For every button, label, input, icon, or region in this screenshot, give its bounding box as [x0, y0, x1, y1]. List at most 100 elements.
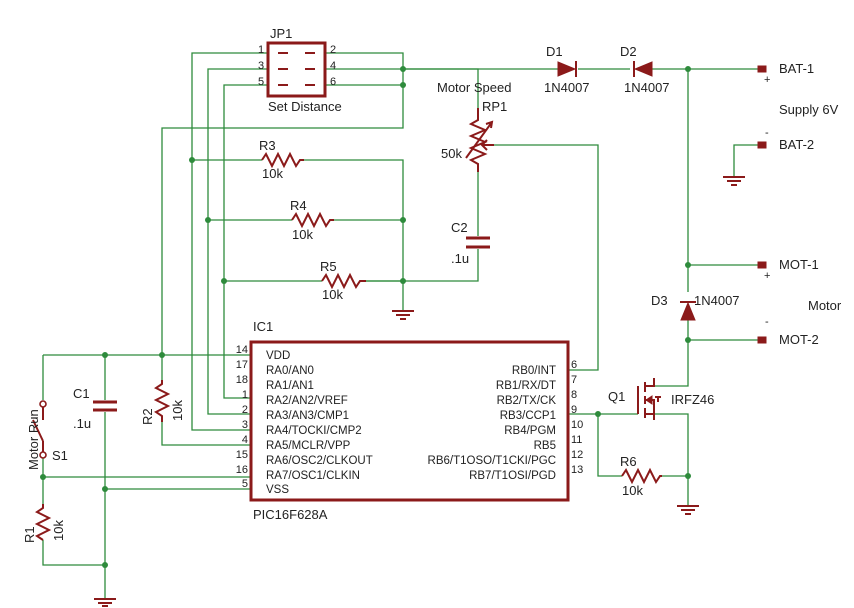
resistor-r6-name: R6: [620, 454, 637, 469]
wire-d3-drain: [654, 320, 689, 387]
ic-pin-number: 13: [571, 464, 583, 476]
ic-pin-number: 9: [571, 404, 577, 416]
wire-r1-bottom: [42, 540, 105, 566]
resistor-r4-value: 10k: [292, 227, 313, 242]
resistor-r2-name: R2: [140, 408, 155, 425]
jumper-pin-2: 2: [330, 44, 336, 56]
wire-jp1-5-ra2: [223, 84, 268, 399]
ground-icon: [677, 505, 699, 515]
diode-d2-value: 1N4007: [624, 80, 670, 95]
resistor-r4-icon: [291, 211, 334, 229]
ic-pin-number: 1: [242, 389, 248, 401]
connector-pin-icon: [757, 141, 767, 149]
junction: [40, 474, 46, 480]
wire-r2-mclr: [161, 422, 251, 446]
junction: [400, 217, 406, 223]
junction: [221, 278, 227, 284]
ground-icon: [723, 176, 745, 186]
resistor-r1-name: R1: [22, 526, 37, 543]
jumper-pin-4: 4: [330, 60, 336, 72]
resistor-r2-value: 10k: [170, 400, 185, 421]
jumper-pins-icon: [278, 52, 315, 86]
pot-adjust-arrow-icon: [465, 120, 494, 159]
resistor-r2: R2 10k: [140, 380, 185, 425]
connector-pin-icon: [757, 65, 767, 73]
junction: [102, 562, 108, 568]
diode-d3-value: 1N4007: [694, 293, 740, 308]
capacitor-c1-name: C1: [73, 386, 90, 401]
ic-right-pins: 6RB0/INT7RB1/RX/DT8RB2/TX/CK9RB3/CCP110R…: [428, 359, 584, 482]
jumper-pin-3: 3: [258, 60, 264, 72]
ic-pin-number: 5: [242, 478, 248, 490]
resistor-r4: R4 10k: [290, 198, 334, 242]
ic-pin-number: 11: [571, 434, 582, 446]
junction: [685, 473, 691, 479]
connector-bat: BAT-1 BAT-2 + - Supply 6V: [757, 61, 839, 152]
connector-pin-icon: [757, 336, 767, 344]
ic-pin-name: RA7/OSC1/CLKIN: [266, 470, 360, 482]
diode-d3: D3 1N4007: [651, 293, 740, 321]
connector-mot: MOT-1 MOT-2 + - Motor: [757, 257, 842, 347]
ic-pin-name: RB3/CCP1: [500, 410, 556, 422]
connector-bat1-polarity: +: [764, 74, 770, 86]
ic-body: [249, 340, 570, 502]
jumper-caption: Set Distance: [268, 99, 342, 114]
junction: [685, 66, 691, 72]
ic-pin-name: RA0/AN0: [266, 365, 314, 377]
connector-mot2-label: MOT-2: [779, 332, 819, 347]
connector-bat1-label: BAT-1: [779, 61, 814, 76]
ic-pin-name: VDD: [266, 350, 290, 362]
junction: [685, 262, 691, 268]
connector-bat2-label: BAT-2: [779, 137, 814, 152]
ic-pin-number: 14: [236, 344, 248, 356]
diode-d2-icon: [633, 61, 653, 77]
ic-pin-number: 4: [242, 434, 248, 446]
resistor-r3-icon: [261, 151, 304, 169]
mosfet-q1: Q1 IRFZ46: [608, 378, 714, 420]
ground-symbols: [94, 176, 745, 607]
switch-lever-icon: [32, 407, 44, 452]
connector-mot1-polarity: +: [764, 270, 770, 282]
pot-name: RP1: [482, 99, 507, 114]
ground-icon: [392, 310, 414, 320]
junction: [159, 352, 165, 358]
wire-r3-right: [304, 159, 404, 310]
resistor-r1-icon: [34, 504, 52, 541]
connector-mot2-polarity: -: [765, 316, 769, 328]
resistor-r1-value: 10k: [51, 520, 66, 541]
wire-jp1-right-bus: [161, 52, 404, 355]
ic-part: PIC16F628A: [253, 507, 328, 522]
resistor-r1: R1 10k: [22, 504, 66, 543]
capacitor-c1-value: .1u: [73, 416, 91, 431]
ic-pin-number: 7: [571, 374, 577, 386]
wire-jp1-3-ra3: [207, 68, 268, 415]
ic-pin-number: 17: [236, 359, 248, 371]
capacitor-c2-icon: [466, 236, 490, 249]
ic-pin-name: RB5: [534, 440, 556, 452]
junction: [102, 352, 108, 358]
ic-pin-name: RA4/TOCKI/CMP2: [266, 425, 362, 437]
wire-jp1-1-ra4: [191, 52, 268, 431]
ic-pin-name: RB6/T1OSO/T1CKI/PGC: [428, 455, 556, 467]
resistor-r3-value: 10k: [262, 166, 283, 181]
switch-contact-icon: [39, 400, 47, 408]
ic-pin-name: RB1/RX/DT: [496, 380, 556, 392]
diode-d2: D2 1N4007: [620, 44, 670, 95]
wiper-arrow-icon: [480, 139, 494, 151]
jumper-pin-1: 1: [258, 44, 264, 56]
ic-pin-number: 15: [236, 449, 248, 461]
resistor-r3-name: R3: [259, 138, 276, 153]
ic-pin-number: 2: [242, 404, 248, 416]
diode-d1-value: 1N4007: [544, 80, 590, 95]
wires: [42, 52, 758, 598]
supply-label: Supply 6V: [779, 102, 839, 117]
diode-d2-name: D2: [620, 44, 637, 59]
junction: [400, 82, 406, 88]
ic-pin-name: RA1/AN1: [266, 380, 314, 392]
ic-pin-name: RA6/OSC2/CLKOUT: [266, 455, 373, 467]
capacitor-c2: C2 .1u: [451, 220, 490, 266]
jumper-pin-6: 6: [330, 76, 336, 88]
junction: [400, 66, 406, 72]
mosfet-name: Q1: [608, 389, 625, 404]
motor-label: Motor: [808, 298, 842, 313]
